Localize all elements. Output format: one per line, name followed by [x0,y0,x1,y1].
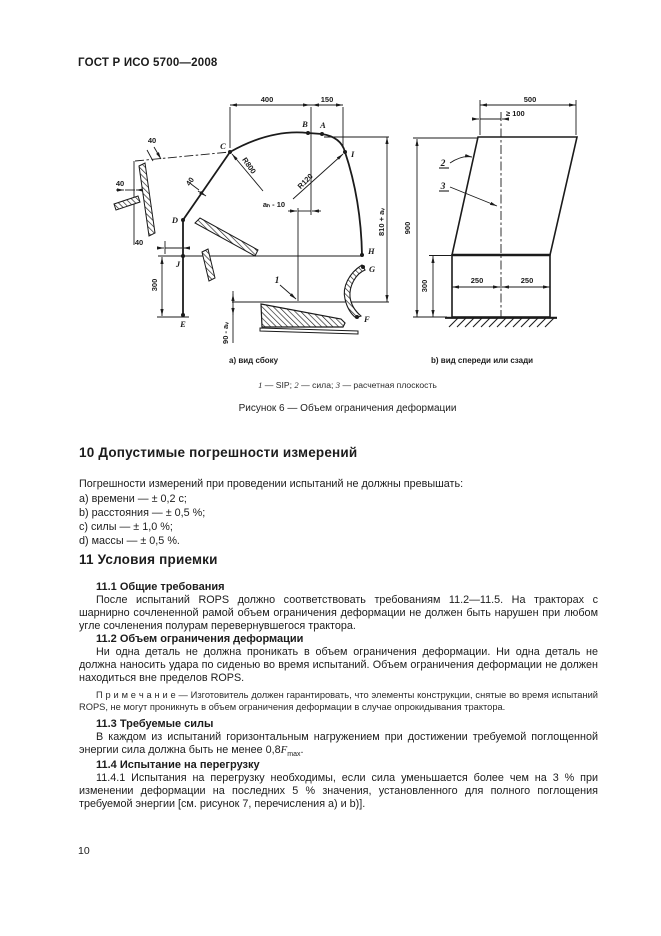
dim-250-right-label: 250 [521,276,534,285]
steering-crossbar [113,195,141,211]
dim-500-label: 500 [524,95,537,104]
list-item: a) времени — ± 0,2 с; [79,493,187,505]
section-11-1-paragraph: После испытаний ROPS должно соответствов… [79,594,598,632]
dim-40-diag-label: 40 [184,176,196,188]
list-item: c) силы — ± 1,0 %; [79,521,173,533]
point-f-label: F [363,314,370,324]
point-i-label: I [350,149,355,159]
dim-250-left-label: 250 [471,276,484,285]
r800-arrow [231,153,264,192]
section-11-3-paragraph: В каждом из испытаний горизонтальным наг… [79,731,598,761]
plane-leader-arrow [449,186,498,207]
dim-400-label: 400 [261,95,274,104]
dim-300-front-label: 300 [420,280,429,293]
seat-cushion [260,303,346,328]
clearance-zone-outline [182,131,363,256]
dim-100-label: ≥ 100 [506,109,525,118]
force-symbol-subscript: max [287,751,301,759]
control-lever [194,217,259,257]
dim-810av-label: 810 + aᵥ [377,208,386,236]
seat-base [259,327,359,335]
point-b-label: B [301,119,308,129]
legend-text-2: — сила; [298,380,336,390]
legend-num-3: 3 [335,380,341,390]
side-view-caption: а) вид сбоку [229,356,279,365]
force-requirement-text: В каждом из испытаний горизонтальным наг… [79,731,598,756]
legend-text-1: — SIP; [262,380,295,390]
zone-upper-outline [451,136,579,256]
document-header: ГОСТ Р ИСО 5700—2008 [78,57,218,69]
point-c-label: C [220,141,226,151]
figure-caption: Рисунок 6 — Объем ограничения деформации [238,403,457,414]
note-paragraph: П р и м е ч а н и е — Изготовитель долже… [79,690,598,712]
force-symbol: F [280,744,288,756]
section-10-intro: Погрешности измерений при проведении исп… [79,478,464,490]
dim-90av-label: 90 - aᵥ [221,322,230,344]
figure-legend: 1 — SIP; 2 — сила; 3 — расчетная плоскос… [95,380,600,390]
point-a-label: A [319,120,326,130]
force-ref-label: 2 [440,159,446,169]
dim-900-label: 900 [403,222,412,235]
section-11-2-paragraph: Ни одна деталь не должна проникать в объ… [79,646,598,684]
section-11-title: 11 Условия приемки [79,552,218,567]
front-view [413,100,579,328]
dim-150-label: 150 [321,95,334,104]
section-10-title: 10 Допустимые погрешности измерений [79,445,358,460]
point-d-label: D [171,215,178,225]
page-number: 10 [78,845,90,857]
front-view-caption: b) вид спереди или сзади [431,356,534,365]
point-g-label: G [369,264,376,274]
r120-arrow [292,153,344,200]
figure-6-drawing: 400 150 40 40 40 40 aₕ - 10 810 + aᵥ 300… [113,95,579,344]
dim-r800-label: R800 [240,156,258,176]
dim-300-side-label: 300 [150,279,159,292]
dim-40-left-label: 40 [116,179,124,188]
force-leader-arrow [449,154,473,164]
point-e-label: E [179,319,186,329]
ground-hatching [448,317,555,328]
dim-40-top-label: 40 [148,136,156,145]
section-11-4-title: 11.4 Испытание на перегрузку [96,759,260,771]
legend-text-3: — расчетная плоскость [340,380,437,390]
legend-num-2: 2 [294,380,299,390]
side-view [113,103,389,343]
point-h-label: H [367,246,375,256]
section-11-2-title: 11.2 Объем ограничения деформации [96,633,304,645]
small-lever [201,248,216,282]
tolerance-list: a) времени — ± 0,2 с; b) расстояния — ± … [79,492,598,548]
zone-points [181,131,365,319]
section-11-4-paragraph: 11.4.1 Испытания на перегрузку необходим… [79,772,598,810]
section-11-3-title: 11.3 Требуемые силы [96,718,214,730]
dim-40-bottom-label: 40 [135,238,143,247]
seat-backrest [343,264,366,319]
sentence-end: . [300,744,304,756]
plane-ref-label: 3 [440,182,446,192]
steering-wheel-bar [138,162,156,237]
sip-leader-arrow [279,284,297,300]
list-item: d) массы — ± 0,5 %. [79,535,180,547]
section-11-1-title: 11.1 Общие требования [96,581,225,593]
legend-num-1: 1 [258,380,263,390]
dim-ah10-label: aₕ - 10 [263,200,285,209]
point-j-label: J [175,259,181,269]
zone-boundary-dashdot [134,151,231,162]
list-item: b) расстояния — ± 0,5 %; [79,507,206,519]
sip-ref-label: 1 [275,276,280,286]
